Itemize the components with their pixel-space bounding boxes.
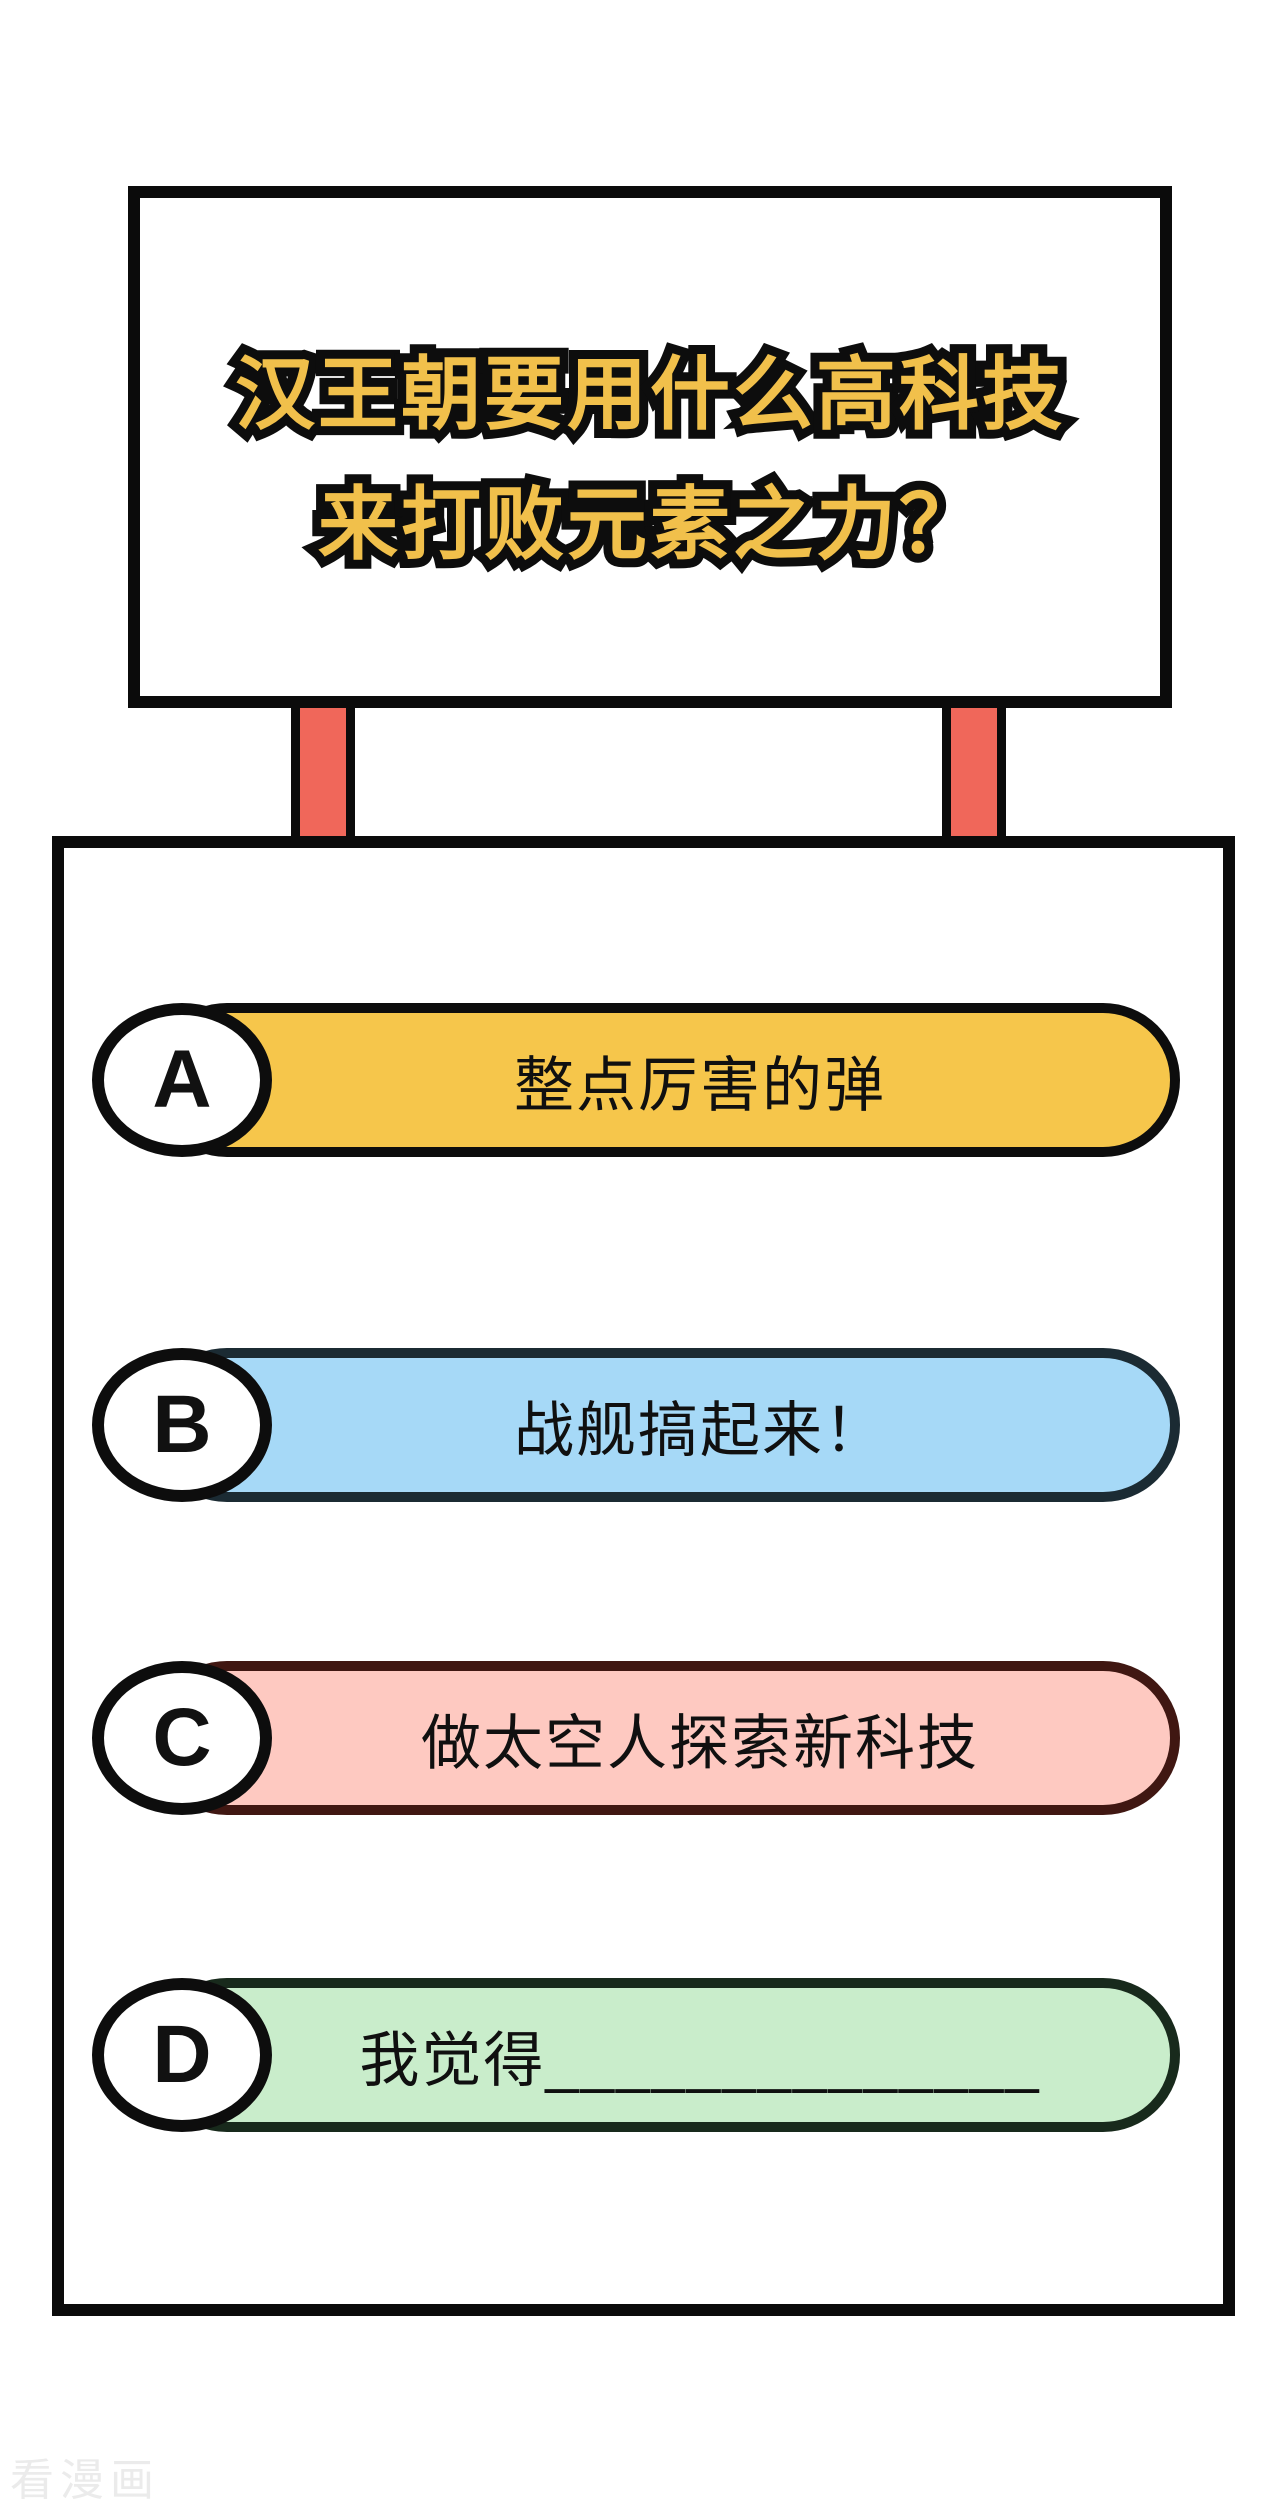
poll-option-c-pill[interactable]: 做太空人探索新科技 [150,1661,1180,1815]
poll-option-b-label: 战舰搞起来！ [514,1396,886,1464]
poll-option-d-label: 我觉得______________ [359,2026,1041,2094]
poll-option-c-badge: C [92,1661,272,1815]
poll-option-a[interactable]: 整点厉害的弹 A [64,1003,1225,1157]
poll-option-b[interactable]: 战舰搞起来！ B [64,1348,1225,1502]
sign-post-right [942,700,1006,842]
poll-option-b-badge: B [92,1348,272,1502]
poll-option-a-pill[interactable]: 整点厉害的弹 [150,1003,1180,1157]
question-title-line1: 汉王朝要用什么高科技 汉王朝要用什么高科技 [140,330,1160,460]
poll-option-d-pill[interactable]: 我觉得______________ [150,1978,1180,2132]
question-sign-board: 汉王朝要用什么高科技 汉王朝要用什么高科技 来打败元素之力？ 来打败元素之力？ [128,186,1172,708]
sign-post-left [291,700,355,842]
poll-option-b-pill[interactable]: 战舰搞起来！ [150,1348,1180,1502]
question-title-line1-text: 汉王朝要用什么高科技 [235,350,1065,439]
question-title-line2: 来打败元素之力？ 来打败元素之力？ [140,460,1160,590]
poll-option-b-letter: B [152,1379,212,1470]
poll-option-c[interactable]: 做太空人探索新科技 C [64,1661,1225,1815]
poll-option-c-label: 做太空人探索新科技 [421,1709,979,1777]
question-title-line1-outline: 汉王朝要用什么高科技 [226,341,1071,448]
poll-option-a-letter: A [152,1034,212,1125]
poll-option-d[interactable]: 我觉得______________ D [64,1978,1225,2132]
poll-option-a-label: 整点厉害的弹 [514,1051,886,1119]
question-title-line2-outline: 来打败元素之力？ [309,471,988,578]
poll-options-panel: 整点厉害的弹 A 战舰搞起来！ B 做太空人探索新科技 C 我觉得__ [52,836,1235,2316]
poll-option-c-letter: C [152,1692,212,1783]
poll-option-d-badge: D [92,1978,272,2132]
poll-option-a-badge: A [92,1003,272,1157]
poll-option-d-letter: D [152,2009,212,2100]
question-title-line2-text: 来打败元素之力？ [318,480,982,569]
site-watermark: 看漫画 [10,2456,160,2500]
